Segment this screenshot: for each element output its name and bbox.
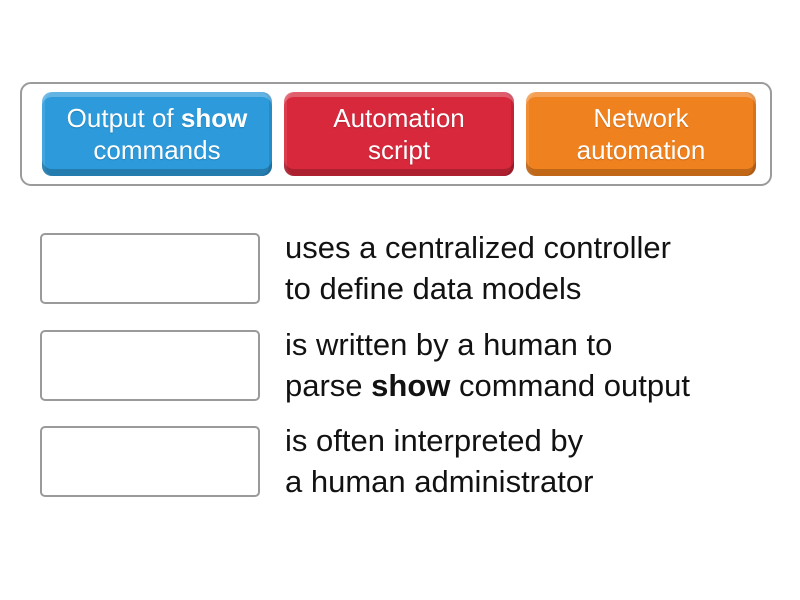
match-row: is written by a human to parse show comm…: [40, 324, 690, 406]
drop-zone-2[interactable]: [40, 329, 260, 401]
drop-zone-1[interactable]: [40, 232, 260, 304]
drop-zone-3[interactable]: [40, 425, 260, 497]
answer-tray: Output of show commands Automation scrip…: [20, 82, 772, 186]
answer-chip-network-automation[interactable]: Network automation: [526, 92, 756, 176]
chip-label-line: automation: [576, 135, 706, 165]
chip-label-line: script: [367, 135, 431, 165]
answer-chip-output-of-show-commands[interactable]: Output of show commands: [42, 92, 272, 176]
definition-text: is written by a human to parse show comm…: [285, 327, 690, 403]
answer-chip-automation-script[interactable]: Automation script: [284, 92, 514, 176]
chip-label-line: Automation: [333, 103, 465, 133]
definition-text: is often interpreted by a human administ…: [285, 423, 594, 499]
chip-label-line: commands: [93, 135, 221, 165]
definition-text: uses a centralized controller to define …: [285, 230, 671, 306]
chip-label-line: Network: [593, 103, 689, 133]
match-row: uses a centralized controller to define …: [40, 227, 671, 309]
chip-label-line: Output of show: [66, 103, 248, 133]
match-row: is often interpreted by a human administ…: [40, 420, 593, 502]
